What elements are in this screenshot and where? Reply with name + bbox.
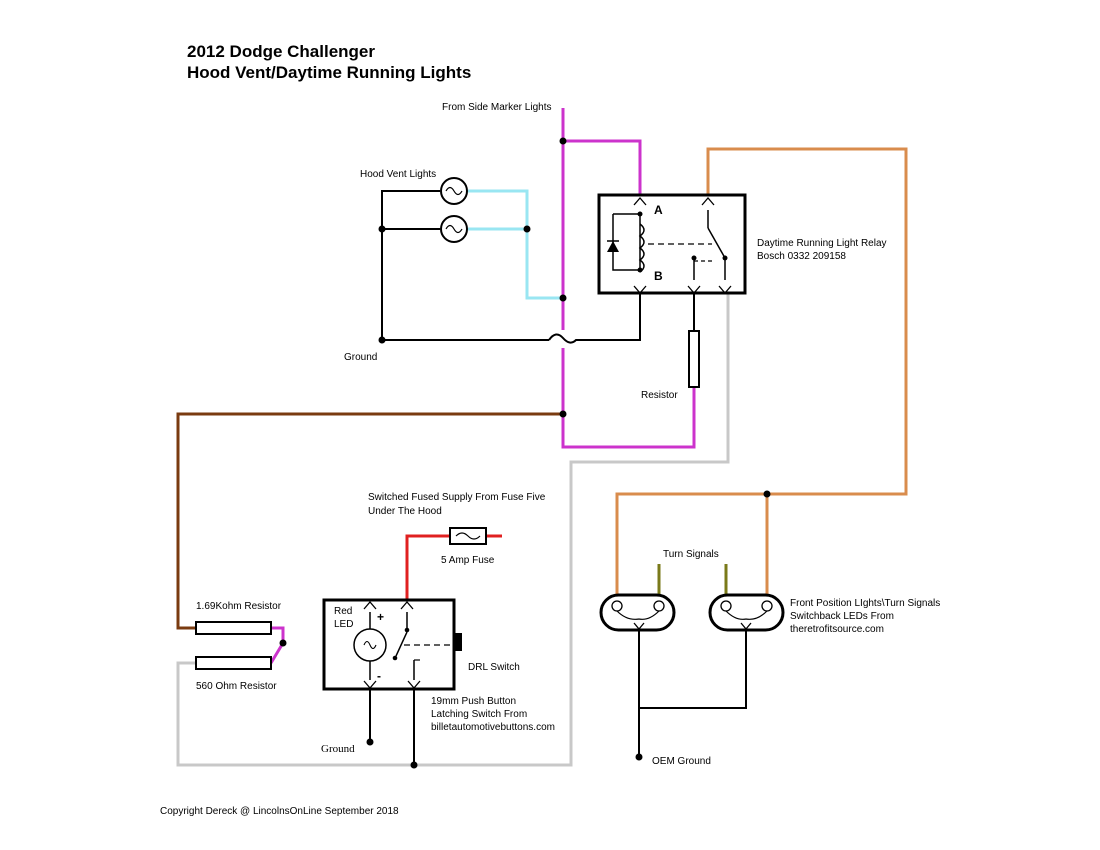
led-left [599, 593, 676, 632]
led-right [708, 593, 785, 632]
hood-vent-bulb-2 [440, 215, 468, 243]
switch-minus: - [377, 669, 381, 683]
label-relay-1: Daytime Running Light Relay [757, 238, 887, 249]
bottom-ground-wires [369, 630, 747, 765]
resistor-169k [195, 621, 272, 635]
fuse [449, 527, 487, 545]
label-push-3: billetautomotivebuttons.com [431, 722, 555, 733]
relay-resistor [688, 330, 700, 388]
label-red-led-1: Red [334, 606, 352, 617]
switch-return-wire [176, 293, 730, 767]
title-line-1: 2012 Dodge Challenger [187, 42, 375, 61]
label-front-1: Front Position LIghts\Turn Signals [790, 598, 940, 609]
label-red-led-2: LED [334, 619, 353, 630]
label-side-marker: From Side Marker Lights [442, 102, 551, 113]
label-supply-2: Under The Hood [368, 506, 442, 517]
hood-vent-ground-wires [381, 190, 641, 344]
drl-relay [597, 193, 747, 295]
title-line-2: Hood Vent/Daytime Running Lights [187, 63, 471, 82]
hood-vent-feed-wires [468, 189, 563, 300]
label-push-1: 19mm Push Button [431, 696, 516, 707]
label-hood-vent-lights: Hood Vent Lights [360, 169, 436, 180]
turn-signal-wires [657, 564, 728, 598]
label-copyright: Copyright Dereck @ LincolnsOnLine Septem… [160, 806, 399, 817]
drl-switch [322, 598, 462, 691]
switch-feed-wire [176, 412, 563, 630]
label-resistor: Resistor [641, 390, 678, 401]
relay-pin-b: B [654, 269, 663, 283]
label-ground-top: Ground [344, 352, 377, 363]
label-drl-switch: DRL Switch [468, 662, 520, 673]
label-front-2: Switchback LEDs From [790, 611, 894, 622]
drl-output-wires [615, 147, 908, 598]
label-turn-signals: Turn Signals [663, 549, 719, 560]
relay-pin-a: A [654, 203, 663, 217]
fused-supply-wire [405, 534, 502, 600]
label-relay-2: Bosch 0332 209158 [757, 251, 846, 262]
label-supply-1: Switched Fused Supply From Fuse Five [368, 492, 546, 503]
label-push-2: Latching Switch From [431, 709, 527, 720]
junction-dots [279, 137, 771, 769]
switch-plus: + [377, 610, 384, 624]
hood-vent-bulb-1 [440, 177, 468, 205]
label-fuse: 5 Amp Fuse [441, 555, 495, 566]
label-front-3: theretrofitsource.com [790, 624, 884, 635]
label-oem-ground: OEM Ground [652, 756, 711, 767]
resistor-link-wire [269, 626, 285, 664]
label-resistor-169k: 1.69Kohm Resistor [196, 601, 282, 612]
resistor-560 [195, 656, 272, 670]
side-marker-feed-wires [561, 108, 696, 449]
label-resistor-560: 560 Ohm Resistor [196, 681, 277, 692]
label-ground-bottom: Ground [321, 743, 355, 755]
